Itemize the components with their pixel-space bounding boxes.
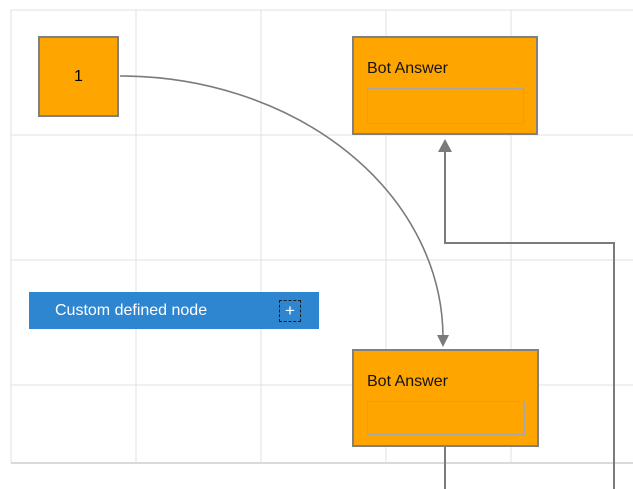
bot-answer-title: Bot Answer (367, 373, 448, 390)
connector-orthogonal-arrowhead-icon (438, 139, 452, 152)
bot-answer-title: Bot Answer (367, 60, 448, 77)
add-icon[interactable]: + (279, 299, 301, 322)
node-square-label: 1 (74, 67, 83, 85)
bot-answer-input-box[interactable] (367, 401, 525, 435)
node-custom-defined[interactable]: Custom defined node + (29, 292, 319, 329)
bot-answer-input-box[interactable] (367, 88, 524, 124)
connector-orthogonal[interactable] (444, 152, 615, 489)
node-bot-answer-top[interactable]: Bot Answer (352, 36, 538, 135)
node-square-1[interactable]: 1 (38, 36, 119, 117)
connector-curve[interactable] (119, 75, 444, 337)
grid-lines (10, 9, 633, 464)
connector-curve-arrowhead-icon (437, 335, 449, 347)
node-bot-answer-bottom[interactable]: Bot Answer (352, 349, 539, 447)
custom-node-label: Custom defined node (55, 301, 208, 319)
